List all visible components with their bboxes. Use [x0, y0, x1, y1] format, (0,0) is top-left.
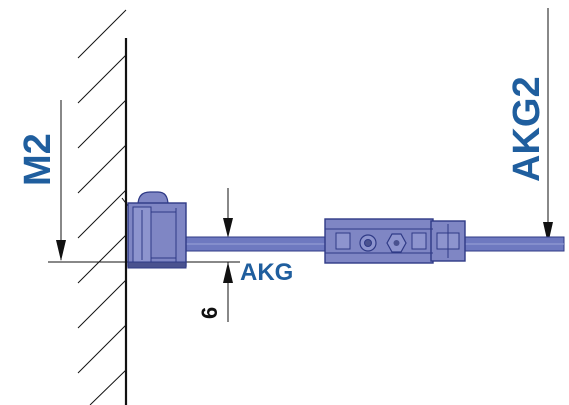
leader-tick: [121, 197, 129, 207]
rod-connector: [324, 218, 466, 264]
m2-label: M2: [17, 133, 59, 186]
akg-label: AKG: [240, 259, 293, 286]
wall: [77, 9, 128, 405]
bracket-base: [127, 261, 187, 269]
arrowheads: [56, 218, 553, 283]
reference-lines: [48, 8, 549, 322]
akg2-label: AKG2: [506, 76, 548, 182]
wall-hatching: [77, 9, 127, 405]
wall-bracket: [127, 191, 187, 269]
dimension-value: 6: [197, 307, 222, 319]
dim-upper-arrowhead: [223, 218, 233, 238]
akg2-arrowhead: [543, 222, 553, 244]
m2-arrowhead: [56, 240, 66, 261]
dim-lower-arrowhead: [223, 262, 233, 283]
bracket-cap: [137, 191, 169, 206]
